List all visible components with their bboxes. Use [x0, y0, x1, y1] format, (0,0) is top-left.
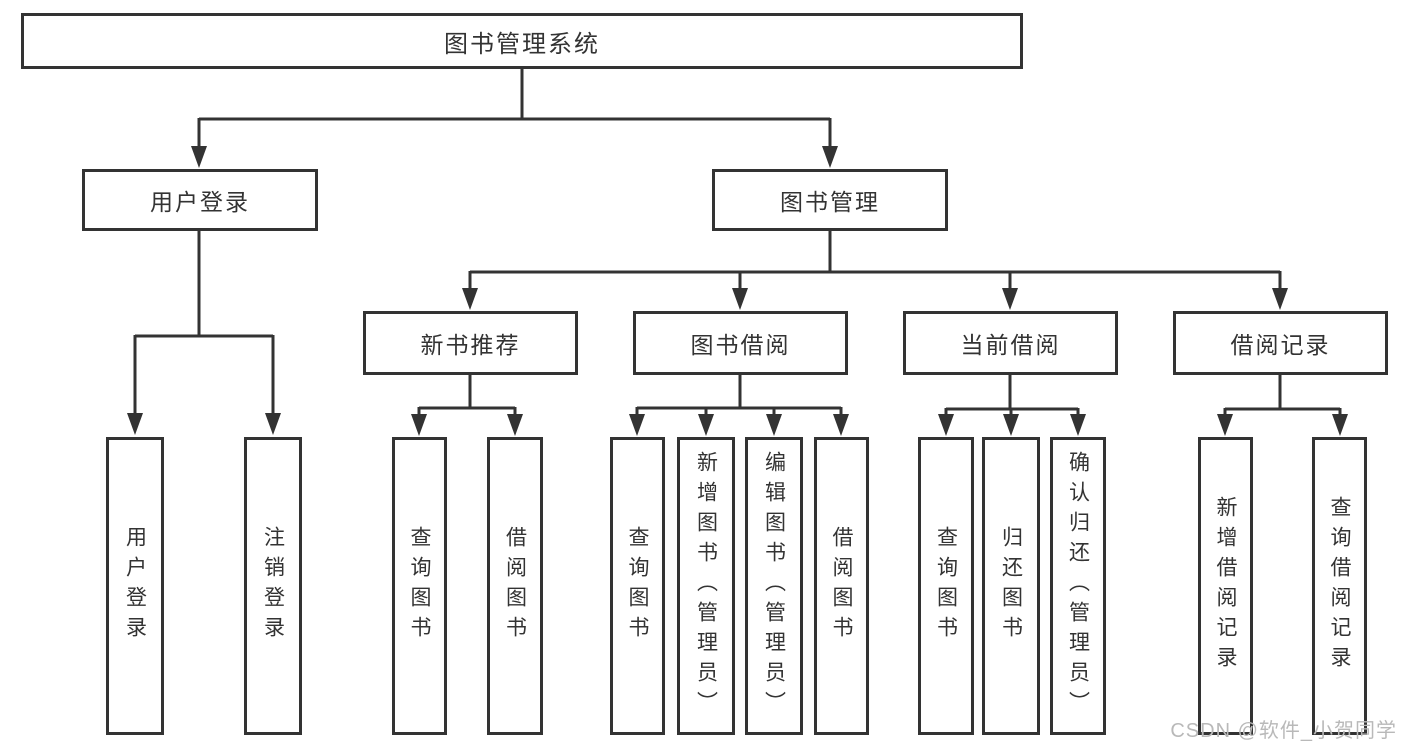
node-book-management: 图书管理	[712, 169, 948, 231]
leaf-add-borrow-record: 新增借阅记录	[1198, 437, 1253, 735]
leaf-recommend-borrow-books: 借阅图书	[487, 437, 543, 735]
connector-root	[197, 69, 832, 147]
leaf-borrow-books: 借阅图书	[814, 437, 869, 735]
csdn-watermark: CSDN @软件_小贺同学	[1170, 720, 1397, 742]
node-library-system: 图书管理系统	[21, 13, 1023, 69]
node-borrow-records: 借阅记录	[1173, 311, 1388, 375]
node-user-login: 用户登录	[82, 169, 318, 231]
leaf-add-book-admin: 新增图书（管理员）	[677, 437, 735, 735]
connector-borrow-records	[1223, 374, 1342, 415]
connector-user-login	[133, 231, 275, 414]
leaf-return-books: 归还图书	[982, 437, 1040, 735]
connector-book-borrow	[635, 374, 843, 415]
leaf-current-query-books: 查询图书	[918, 437, 974, 735]
leaf-borrow-query-books: 查询图书	[610, 437, 665, 735]
arrowheads	[127, 146, 1348, 436]
leaf-query-borrow-record: 查询借阅记录	[1312, 437, 1367, 735]
connector-book-management	[468, 231, 1282, 289]
leaf-recommend-query-books: 查询图书	[392, 437, 447, 735]
node-new-book-recommend: 新书推荐	[363, 311, 578, 375]
connector-current-borrow	[944, 374, 1080, 415]
leaf-logout-login: 注销登录	[244, 437, 302, 735]
leaf-user-login: 用户登录	[106, 437, 164, 735]
leaf-confirm-return-admin: 确认归还（管理员）	[1050, 437, 1106, 735]
node-current-borrow: 当前借阅	[903, 311, 1118, 375]
node-book-borrow: 图书借阅	[633, 311, 848, 375]
connector-new-book-recommend	[417, 374, 517, 415]
leaf-edit-book-admin: 编辑图书（管理员）	[745, 437, 803, 735]
